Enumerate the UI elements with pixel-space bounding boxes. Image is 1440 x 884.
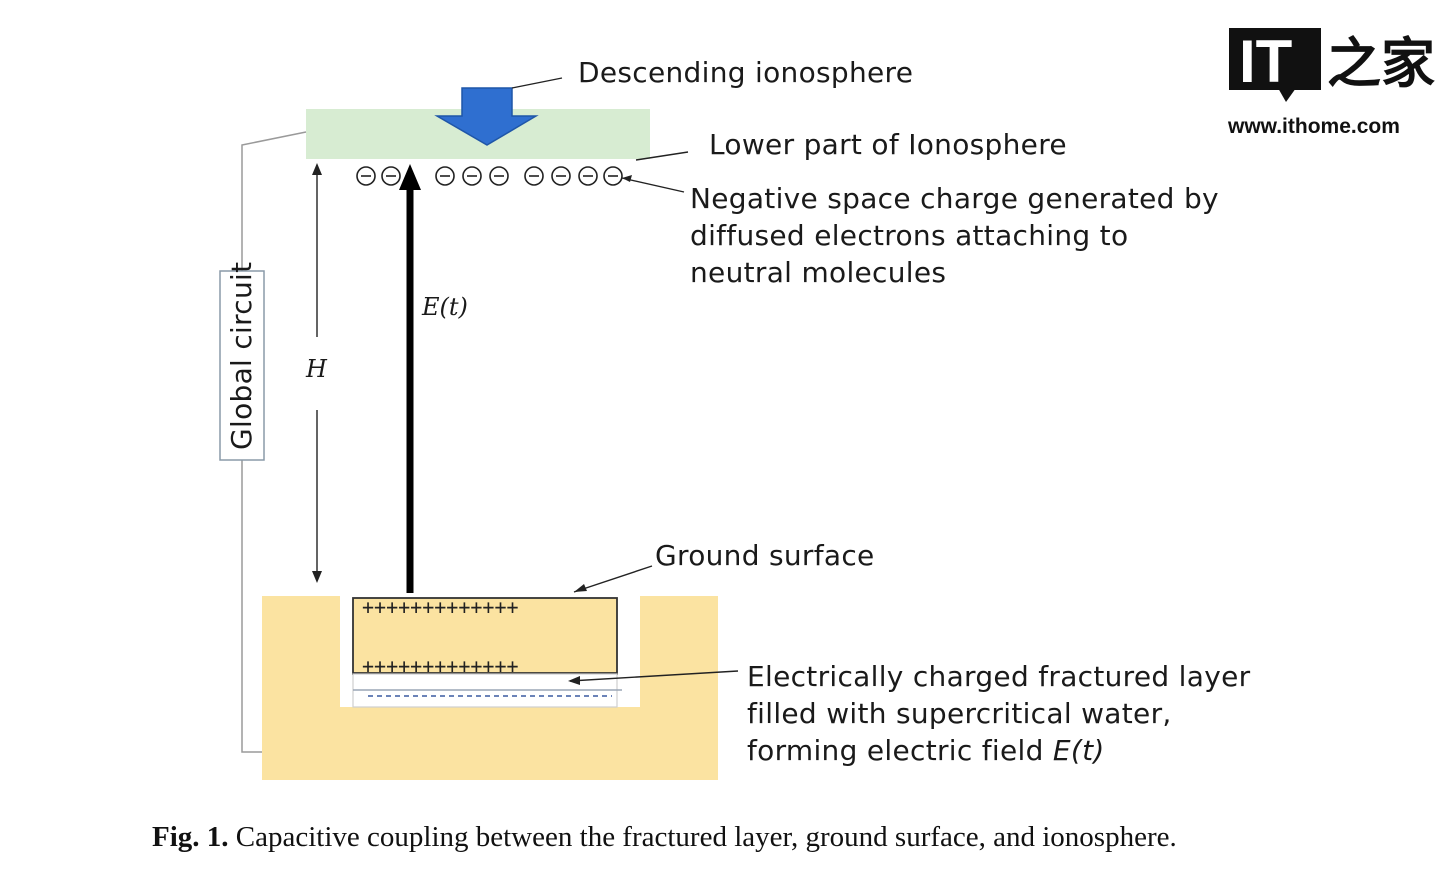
figure-caption: Fig. 1. Capacitive coupling between the … (152, 821, 1177, 853)
height-label: H (305, 355, 328, 383)
logo-badge (1229, 28, 1321, 90)
fractured-layer-label-line3: forming electric field E(t) (747, 734, 1105, 767)
plus-row-top: +++++++++++++ (362, 595, 519, 619)
ground-block (262, 596, 718, 780)
leader-fractured-layer (569, 670, 739, 682)
leader-ground-surface (573, 565, 653, 593)
leader-lower-part (635, 151, 689, 161)
negative-charge-label-line2: diffused electrons attaching to (690, 219, 1128, 252)
field-arrow-head-icon (399, 164, 421, 190)
negative-charge-label-line1: Negative space charge generated by (690, 182, 1219, 215)
lower-ionosphere-label: Lower part of Ionosphere (709, 128, 1067, 161)
ground-surface-label: Ground surface (655, 539, 875, 572)
fractured-layer-label-line1: Electrically charged fractured layer (747, 660, 1251, 693)
global-circuit-box (219, 270, 265, 461)
descending-ionosphere-label: Descending ionosphere (578, 56, 913, 89)
fractured-layer-box (352, 597, 618, 675)
field-label: E(t) (421, 293, 468, 321)
logo-mark: IT (1239, 28, 1292, 95)
descending-arrow-icon (434, 87, 539, 146)
ithome-logo: IT 之家 www.ithome.com (1227, 28, 1435, 138)
leader-negative-charge (621, 177, 685, 193)
logo-url: www.ithome.com (1227, 115, 1400, 138)
electron-row (356, 166, 623, 186)
plus-row-bottom: +++++++++++++ (362, 654, 519, 678)
leader-descending (511, 77, 563, 89)
global-circuit-label: Global circuit (225, 262, 258, 450)
logo-cjk-text: 之家 (1327, 32, 1435, 95)
negative-charge-label-line3: neutral molecules (690, 256, 946, 289)
fractured-layer-label-line2: filled with supercritical water, (747, 697, 1172, 730)
